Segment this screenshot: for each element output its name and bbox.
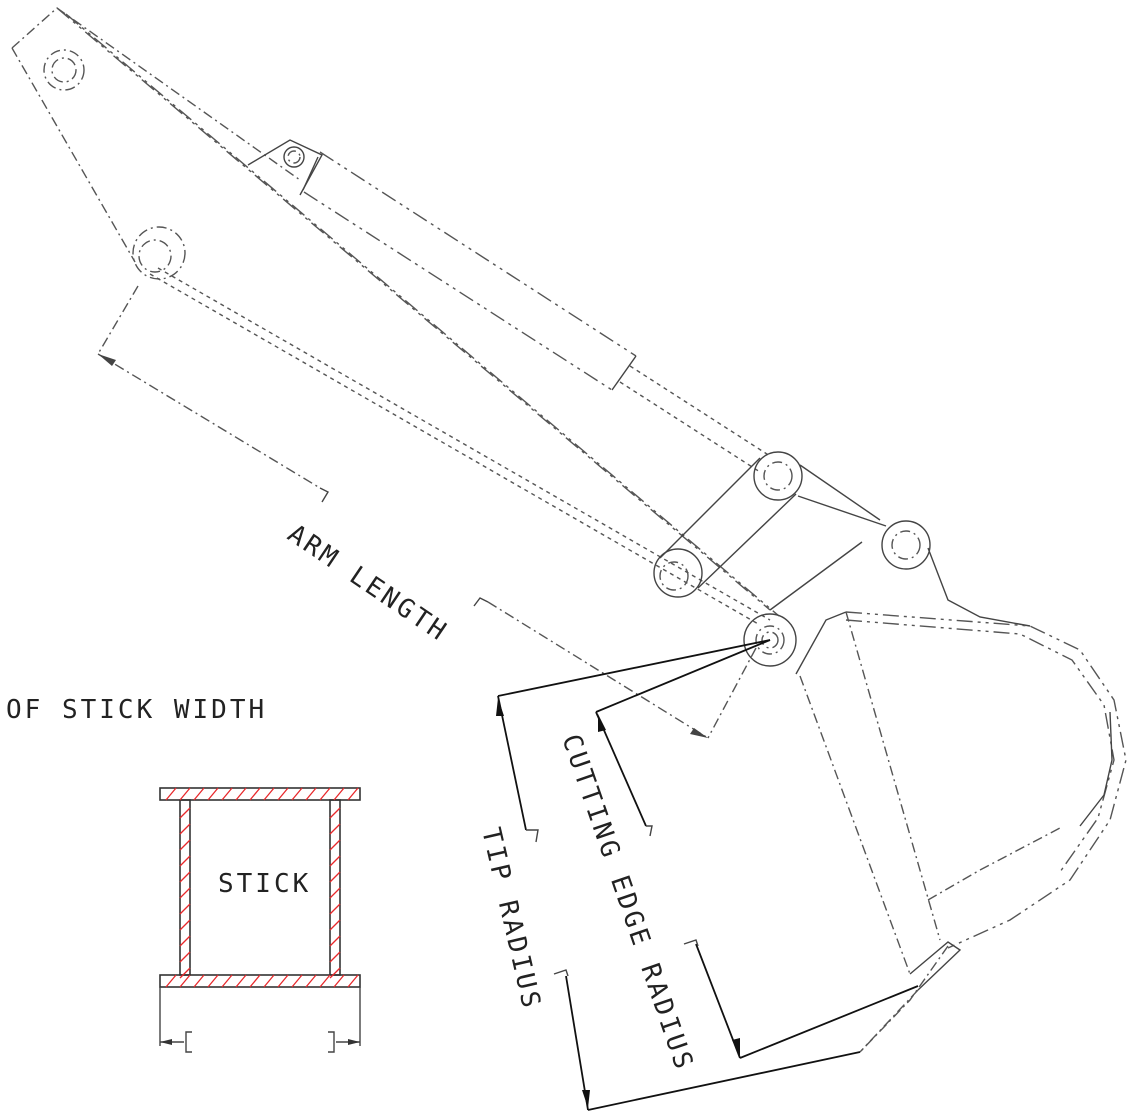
hatch-line (347, 787, 359, 801)
hatch-line (179, 807, 191, 819)
bucket-linkage (653, 451, 931, 611)
hatch-line (263, 974, 275, 988)
hatch-line (333, 974, 345, 988)
hatch-line (305, 974, 317, 988)
hydraulic-cylinder (247, 139, 771, 473)
section-hatching (165, 787, 359, 988)
bucket-pivot-pin (743, 613, 797, 667)
hatch-line (179, 967, 191, 979)
bottom-flange (159, 974, 361, 988)
hatch-line (319, 974, 331, 988)
stick-cross-section (159, 787, 361, 1053)
arm-length-dimension (97, 285, 757, 739)
hatch-line (235, 974, 247, 988)
hatch-line (179, 919, 191, 931)
hatch-line (329, 903, 341, 915)
hatch-line (207, 974, 219, 988)
hatch-line (249, 787, 261, 801)
hatch-line (221, 974, 233, 988)
left-web (179, 799, 191, 976)
hatch-line (221, 787, 233, 801)
top-flange (159, 787, 361, 801)
hatch-line (193, 787, 205, 801)
hatch-line (179, 935, 191, 947)
hatch-line (291, 787, 303, 801)
hatch-line (329, 919, 341, 931)
hatch-line (179, 887, 191, 899)
hatch-line (329, 839, 341, 851)
hatch-line (179, 855, 191, 867)
stick-label: STICK (218, 869, 311, 899)
hatch-line (179, 839, 191, 851)
hatch-line (249, 974, 261, 988)
hatch-line (329, 855, 341, 867)
hatch-line (165, 787, 177, 801)
hatch-line (179, 903, 191, 915)
hatch-line (179, 974, 191, 988)
hatch-line (263, 787, 275, 801)
hatch-line (347, 974, 359, 988)
bucket (795, 547, 1127, 1053)
hatch-line (179, 871, 191, 883)
hatch-line (333, 787, 345, 801)
hatch-line (277, 974, 289, 988)
arm-pivot-pin (132, 226, 186, 280)
stick-width-label: OF STICK WIDTH (6, 695, 267, 725)
hatch-line (179, 951, 191, 963)
hatch-line (277, 787, 289, 801)
hatch-line (329, 823, 341, 835)
hatch-line (193, 974, 205, 988)
tip-radius-label: TIP RADIUS (475, 825, 546, 1014)
hatch-line (329, 871, 341, 883)
stick-arm (11, 7, 780, 626)
hatch-line (207, 787, 219, 801)
hatch-line (319, 787, 331, 801)
hatch-line (235, 787, 247, 801)
hatch-line (329, 807, 341, 819)
hatch-line (329, 951, 341, 963)
hatch-line (329, 887, 341, 899)
right-web (329, 799, 341, 976)
hatch-line (291, 974, 303, 988)
hatch-line (329, 935, 341, 947)
arm-length-label: ARM LENGTH (282, 519, 453, 648)
hatch-line (179, 823, 191, 835)
hatch-line (165, 974, 177, 988)
hatch-line (329, 967, 341, 979)
radius-dimensions (496, 639, 919, 1111)
hatch-line (179, 787, 191, 801)
hatch-line (305, 787, 317, 801)
